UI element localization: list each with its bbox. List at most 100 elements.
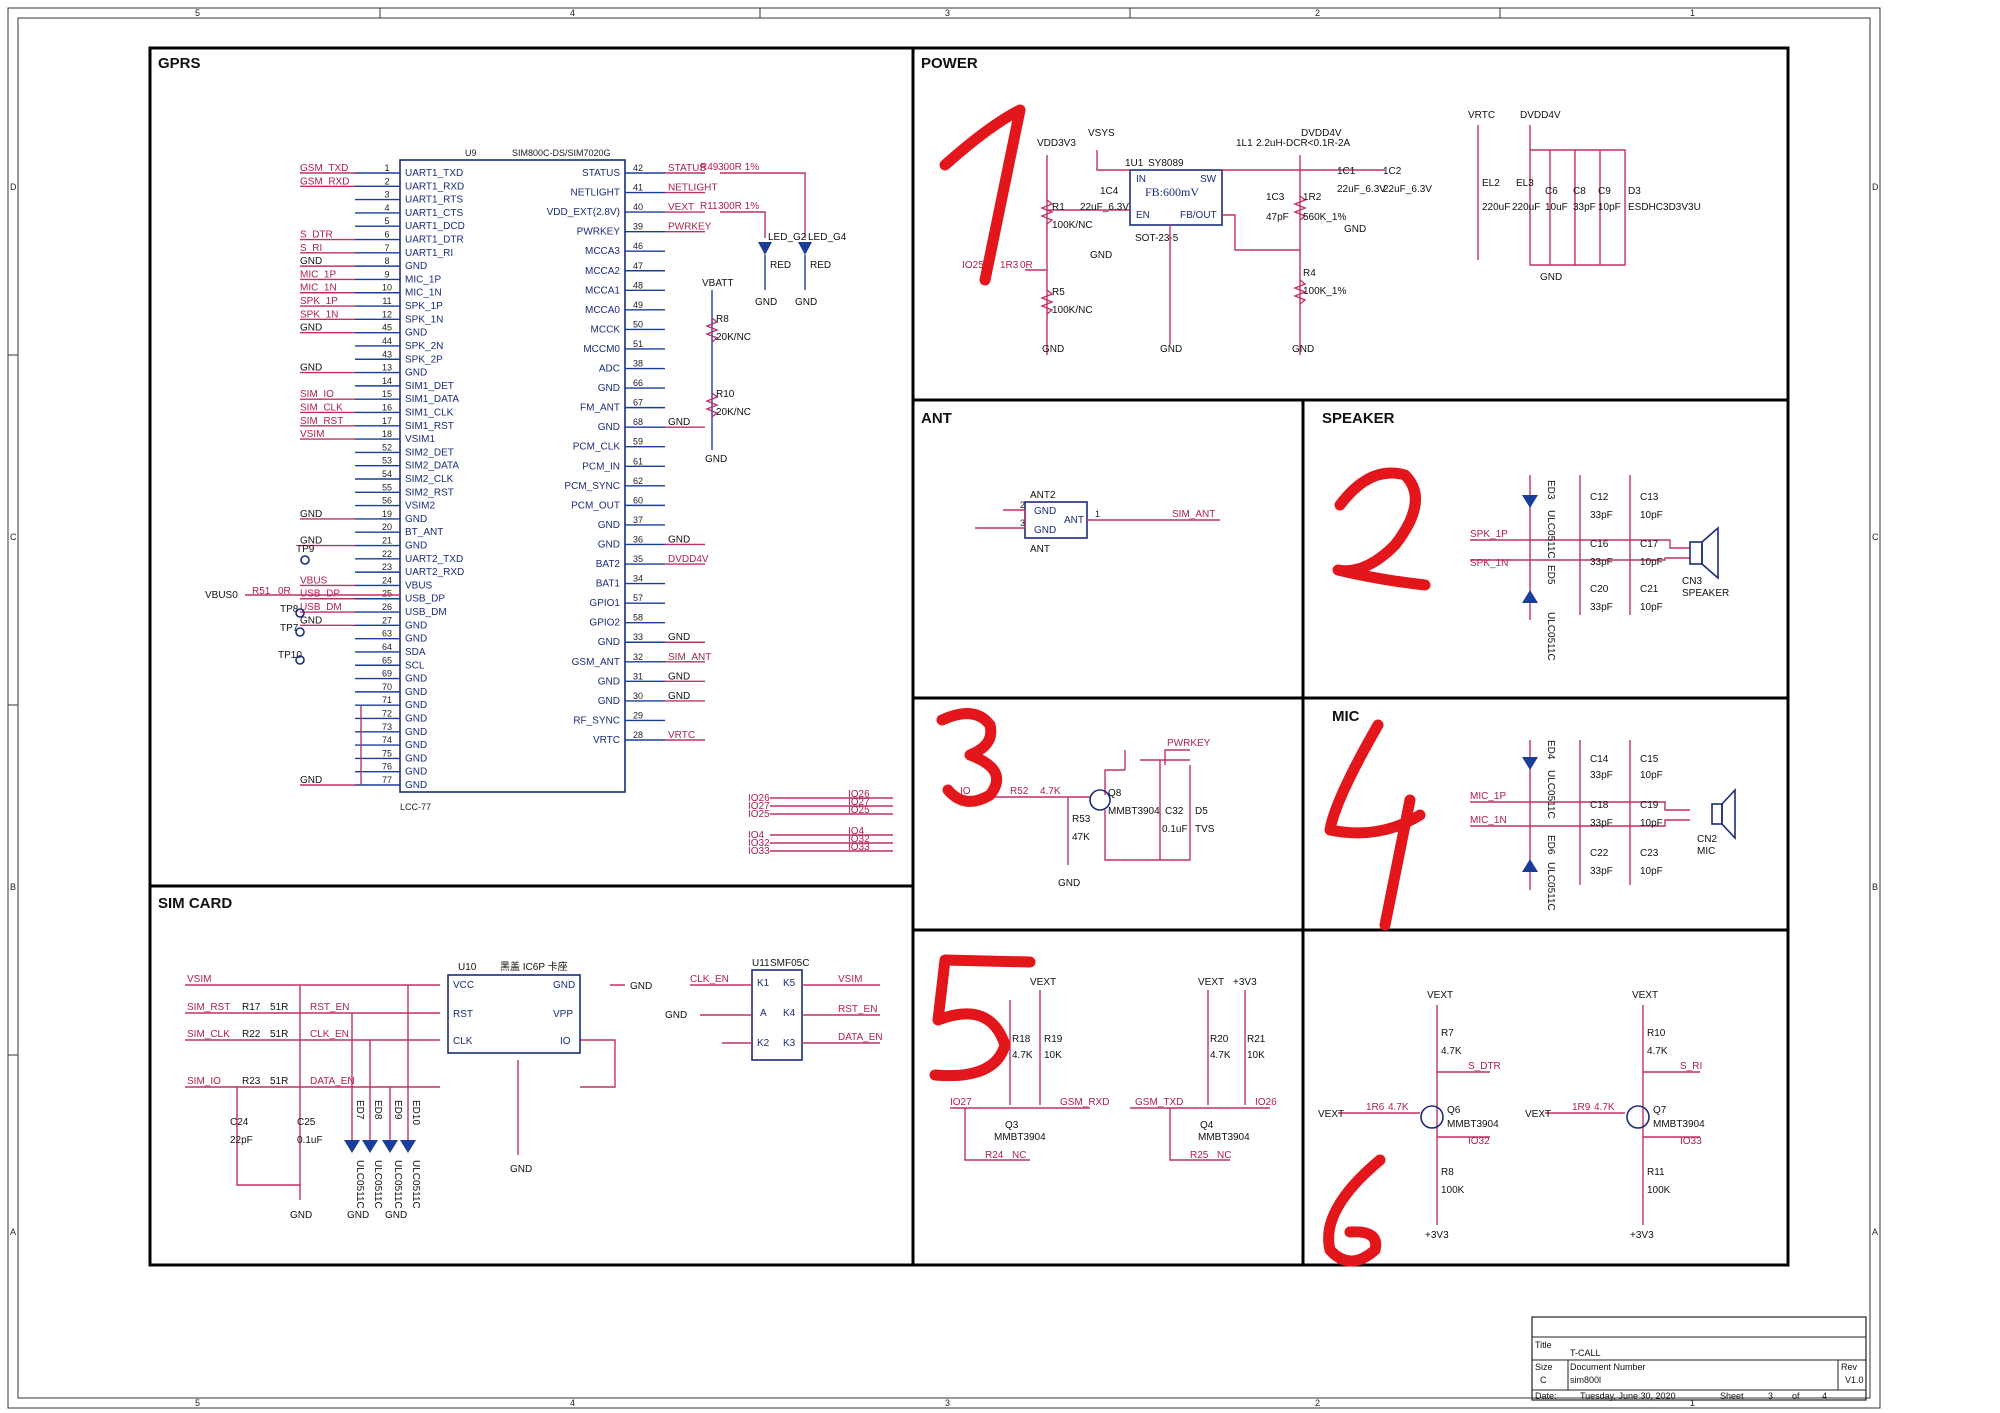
u10-clk: CLK — [453, 1036, 473, 1047]
net-label: GND — [300, 509, 322, 520]
pin-number: 7 — [384, 243, 389, 253]
mic-section: MIC_1P MIC_1N C14 33pF C15 10pF C18 33pF… — [1470, 740, 1736, 911]
r6-label: 1R6 — [1366, 1102, 1385, 1113]
cn2-value: MIC — [1697, 846, 1715, 857]
pin-name: GSM_ANT — [572, 657, 620, 668]
mic-icon — [1711, 803, 1723, 825]
ruler-label: 2 — [1315, 8, 1320, 18]
ant-section: ANT2 GND GND ANT ANT SIM_ANT 2 3 1 — [975, 490, 1220, 555]
pin-name: SIM1_DET — [405, 381, 454, 392]
pin-name: UART1_RTS — [405, 195, 463, 206]
r9-value: 4.7K — [1594, 1102, 1615, 1113]
pin-number: 39 — [633, 222, 643, 232]
netlight-wire — [720, 211, 766, 238]
section-title-ant: ANT — [921, 410, 952, 427]
c8-value: 33pF — [1573, 202, 1596, 213]
ruler-label: 4 — [570, 1398, 575, 1408]
r17-value: 51R — [270, 1002, 288, 1013]
net-label: S_RI — [300, 243, 322, 254]
d3-value: ESDHC3D3V3U — [1628, 202, 1701, 213]
pin-number: 59 — [633, 437, 643, 447]
pin-number: 9 — [384, 269, 389, 279]
pin-number: 41 — [633, 183, 643, 193]
gsm-rxd-net: GSM_RXD — [1060, 1097, 1109, 1108]
pin-name: GND — [598, 539, 620, 550]
vsim-net: VSIM — [838, 974, 862, 985]
c4-value: 22uF_6.3V — [1080, 202, 1129, 213]
bulk-cap-wires — [1477, 125, 1626, 266]
io32-net: IO32 — [1468, 1136, 1490, 1147]
gnd-label: GND — [290, 1210, 312, 1221]
pin-number: 27 — [382, 615, 392, 625]
gnd-label: GND — [1090, 250, 1112, 261]
u10-body — [447, 974, 581, 1054]
r4-value: 100K_1% — [1303, 286, 1346, 297]
net-label: PWRKEY — [668, 222, 712, 233]
d3-label: D3 — [1628, 186, 1641, 197]
pin-number: 61 — [633, 456, 643, 466]
c17-value: 10pF — [1640, 557, 1663, 568]
r7-label: R7 — [1441, 1028, 1454, 1039]
pin-name: NETLIGHT — [571, 188, 620, 199]
c9-value: 10pF — [1598, 202, 1621, 213]
r19-value: 10K — [1044, 1050, 1062, 1061]
pin-number: 44 — [382, 336, 392, 346]
gsm-txd-net: GSM_TXD — [1135, 1097, 1183, 1108]
u11-k5: K5 — [783, 978, 796, 989]
section-title-simcard: SIM CARD — [158, 895, 232, 912]
tp9-icon — [300, 555, 310, 565]
c23-value: 10pF — [1640, 866, 1663, 877]
io26-net: IO26 — [1255, 1097, 1277, 1108]
el2-label: EL2 — [1482, 178, 1500, 189]
io-label-right: IO32 — [848, 834, 870, 845]
pin-number: 5 — [384, 216, 389, 226]
pin-number: 51 — [633, 339, 643, 349]
c21-value: 10pF — [1640, 602, 1663, 613]
r52-value: 4.7K — [1040, 786, 1061, 797]
pin-name: GND — [405, 261, 427, 272]
spk-1n-net: SPK_1N — [1470, 558, 1508, 569]
clk-en-net: CLK_EN — [690, 974, 729, 985]
pin-name: MCCA3 — [585, 246, 620, 257]
r24-label: R24 — [985, 1150, 1004, 1161]
pin-number: 23 — [382, 562, 392, 572]
q6-icon — [1420, 1105, 1444, 1129]
u9-ref: U9 — [465, 148, 477, 158]
ri-section: VEXT VEXT R7 4.7K R10 4.7K S_DTR S_RI VE… — [1318, 990, 1705, 1241]
ruler-label: 5 — [195, 1398, 200, 1408]
pin-name: UART1_TXD — [405, 168, 463, 179]
section-title-power: POWER — [921, 55, 978, 72]
el3-value: 220uF — [1512, 202, 1540, 213]
r21-label: R21 — [1247, 1034, 1266, 1045]
c15-value: 10pF — [1640, 770, 1663, 781]
pin-number: 14 — [382, 376, 392, 386]
sim-clk-net: SIM_CLK — [187, 1029, 230, 1040]
r6-value: 4.7K — [1388, 1102, 1409, 1113]
pin-number: 57 — [633, 593, 643, 603]
u1-en: EN — [1136, 210, 1150, 221]
led-g2-label: LED_G2 — [768, 232, 807, 243]
c16-value: 33pF — [1590, 557, 1613, 568]
tp7-label: TP7 — [280, 623, 299, 634]
pin-name: GND — [598, 422, 620, 433]
r18-value: 4.7K — [1012, 1050, 1033, 1061]
r20-value: 4.7K — [1210, 1050, 1231, 1061]
ruler-label: 3 — [945, 8, 950, 18]
gnd-label: GND — [665, 1010, 687, 1021]
net-label: MIC_1P — [300, 269, 336, 280]
q7-value: MMBT3904 — [1653, 1119, 1705, 1130]
vsys-label: VSYS — [1088, 128, 1115, 139]
pin-number: 46 — [633, 241, 643, 251]
ant2-gnd1: GND — [1034, 506, 1056, 517]
r51-label: R51 — [252, 586, 271, 597]
pwrkey-net: PWRKEY — [1167, 738, 1211, 749]
r10-value: 20K/NC — [716, 407, 751, 418]
pin-number: 25 — [382, 589, 392, 599]
pin-number: 69 — [382, 669, 392, 679]
pin-name: VSIM1 — [405, 434, 435, 445]
